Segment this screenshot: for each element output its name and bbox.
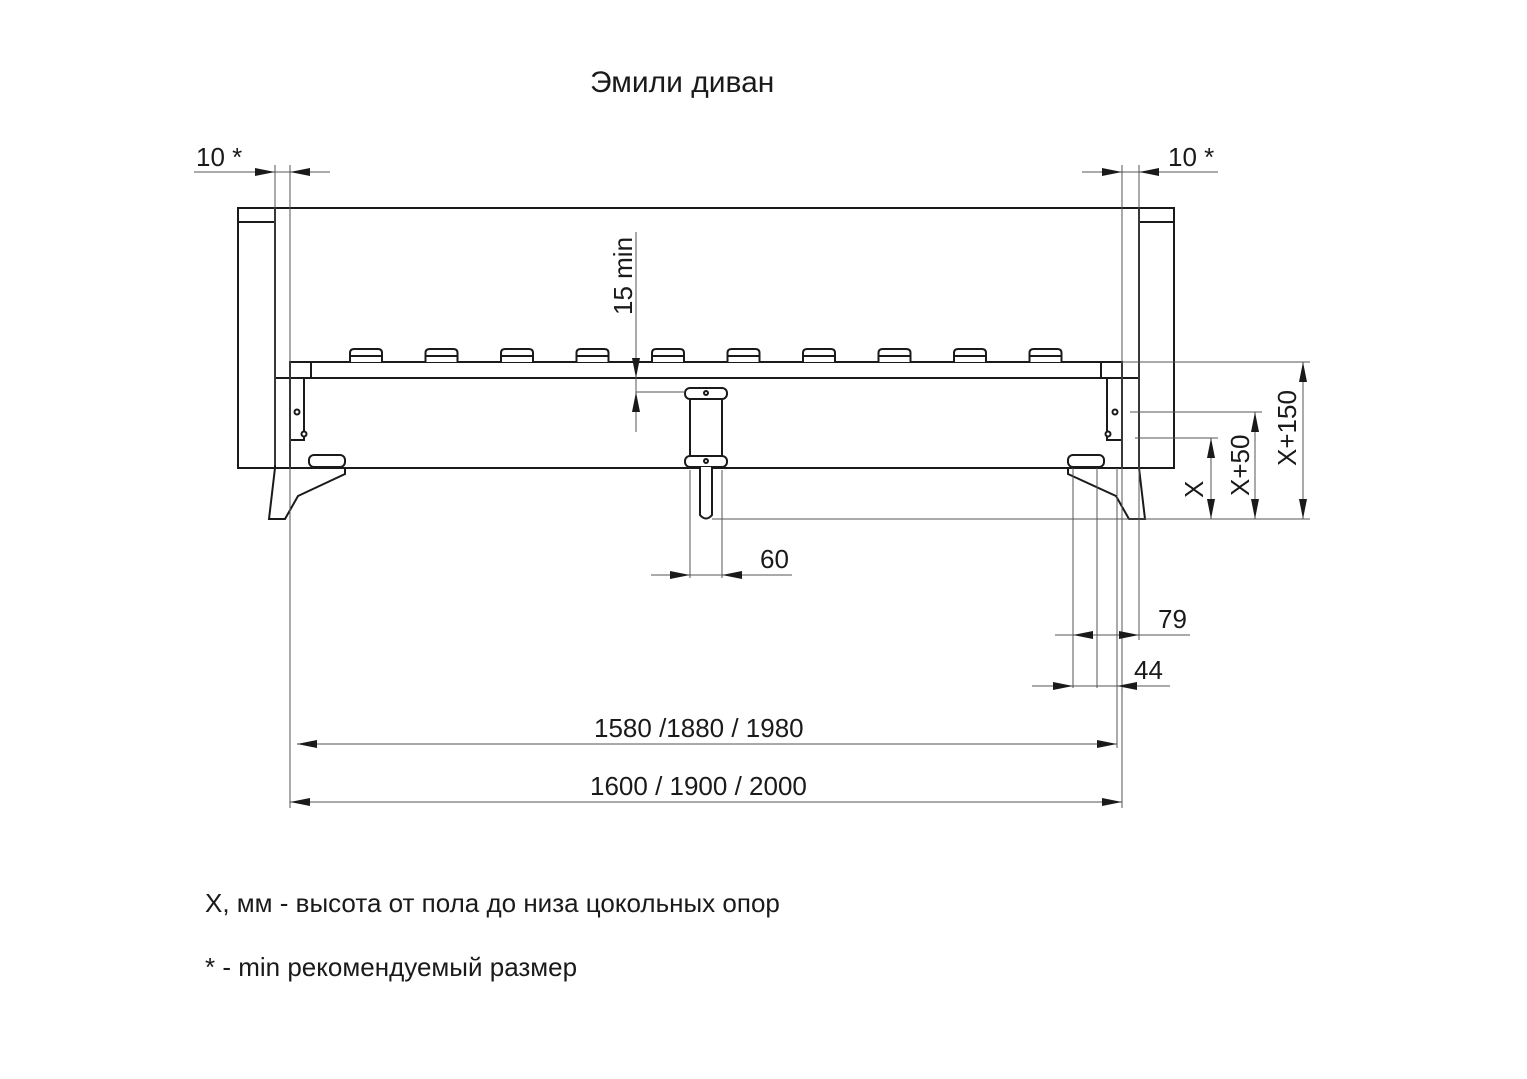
left-bracket-bolt <box>293 408 301 416</box>
right-leg <box>1067 467 1147 520</box>
slat-frame <box>289 348 1123 379</box>
right-bracket-bolt-lower <box>1104 430 1112 438</box>
extension-lines <box>274 165 1310 808</box>
dim-outer-width-label: 1600 / 1900 / 2000 <box>590 771 807 801</box>
dim-slat-clearance: 15 min <box>608 232 640 432</box>
left-bracket-bolt-lower <box>300 430 308 438</box>
left-armrest <box>237 207 276 469</box>
dim-leg-offset-a: 79 <box>1055 604 1190 639</box>
dim-leg-offset-b-label: 44 <box>1134 655 1163 685</box>
note-asterisk: * - min рекомендуемый размер <box>205 952 578 982</box>
dim-height-x: X <box>1179 438 1215 519</box>
dim-inner-width-label: 1580 /1880 / 1980 <box>594 713 804 743</box>
right-bracket-bolt <box>1111 408 1119 416</box>
drawing-title: Эмили диван <box>590 66 774 99</box>
dim-height-x150: X+150 <box>1272 362 1307 519</box>
note-x-definition: X, мм - высота от пола до низа цокольных… <box>205 888 780 918</box>
dim-height-x50: X+50 <box>1225 412 1259 519</box>
slat-frame-rail <box>289 361 1123 379</box>
right-armrest <box>1138 207 1175 469</box>
left-mechanism <box>267 377 346 520</box>
dim-gap-left-label: 10 * <box>196 142 242 172</box>
center-bottom-bolt <box>703 458 709 464</box>
dim-slat-clearance-label: 15 min <box>608 237 638 315</box>
dim-gap-right: 10 * <box>1082 142 1218 176</box>
slats-group <box>349 348 1063 362</box>
right-leg-plate <box>1067 454 1105 468</box>
dim-leg-offset-b: 44 <box>1032 655 1170 690</box>
center-leg <box>699 467 713 520</box>
dim-inner-width: 1580 /1880 / 1980 <box>297 713 1117 748</box>
left-leg-plate <box>308 454 346 468</box>
dim-gap-left: 10 * <box>194 142 330 176</box>
dim-height-x50-label: X+50 <box>1225 435 1255 496</box>
sofa-body <box>237 207 1175 469</box>
dim-height-x-label: X <box>1179 481 1209 498</box>
center-support <box>684 387 728 520</box>
dim-leg-offset-a-label: 79 <box>1158 604 1187 634</box>
left-leg <box>267 467 346 520</box>
center-top-bolt <box>703 390 709 396</box>
dim-gap-right-label: 10 * <box>1168 142 1214 172</box>
dim-center-support: 60 <box>651 544 792 579</box>
dim-height-x150-label: X+150 <box>1272 390 1302 466</box>
dim-outer-width: 1600 / 1900 / 2000 <box>290 771 1122 806</box>
dim-center-support-label: 60 <box>760 544 789 574</box>
